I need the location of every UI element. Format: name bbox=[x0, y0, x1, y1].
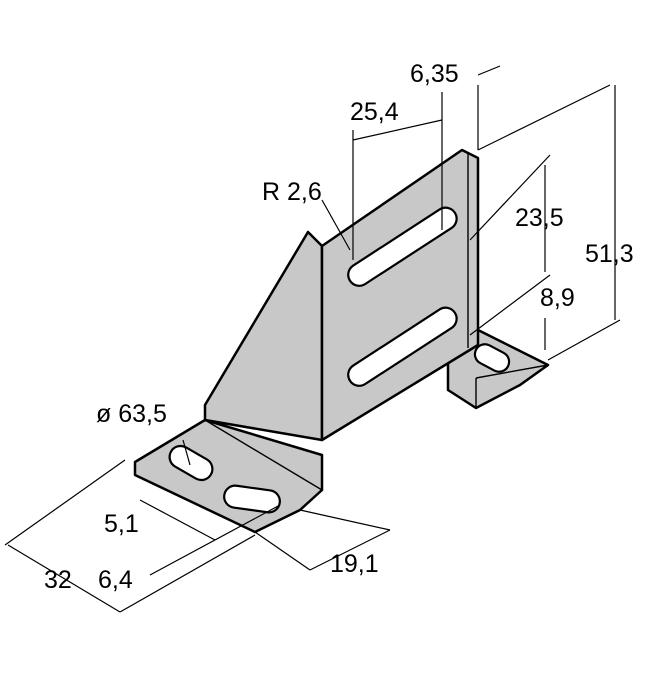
left-foot bbox=[133, 418, 324, 534]
gusset bbox=[203, 230, 324, 442]
plate-edge bbox=[307, 231, 323, 247]
left-foot-slot-1 bbox=[168, 444, 214, 482]
dim-slot-spacing-horizontal: 25,4 bbox=[350, 98, 399, 126]
dim-base-slot-width: 5,1 bbox=[104, 510, 139, 538]
dim-slot-radius: R 2,6 bbox=[262, 178, 322, 206]
dim-slot-width-top: 6,35 bbox=[410, 60, 459, 88]
dimension-lines bbox=[4, 65, 621, 613]
dim-lower-slot-offset: 8,9 bbox=[540, 284, 575, 312]
dim-overall-height: 51,3 bbox=[585, 240, 634, 268]
dim-slot-spacing-vertical: 23,5 bbox=[515, 204, 564, 232]
upper-plate-slot bbox=[347, 206, 458, 287]
dim-hole-diameter: ø 63,5 bbox=[96, 400, 167, 428]
left-foot-fold bbox=[204, 419, 323, 491]
left-foot-edge bbox=[134, 474, 256, 533]
right-foot-slot bbox=[473, 343, 511, 373]
dim-base-width: 19,1 bbox=[330, 550, 379, 578]
lower-plate-slot bbox=[347, 306, 458, 387]
vertical-plate bbox=[320, 148, 480, 442]
dim-base-depth: 32 bbox=[44, 566, 72, 594]
left-foot-slot-2 bbox=[223, 484, 281, 514]
dim-base-slot-offset: 6,4 bbox=[98, 566, 133, 594]
right-foot-edge bbox=[475, 364, 549, 379]
